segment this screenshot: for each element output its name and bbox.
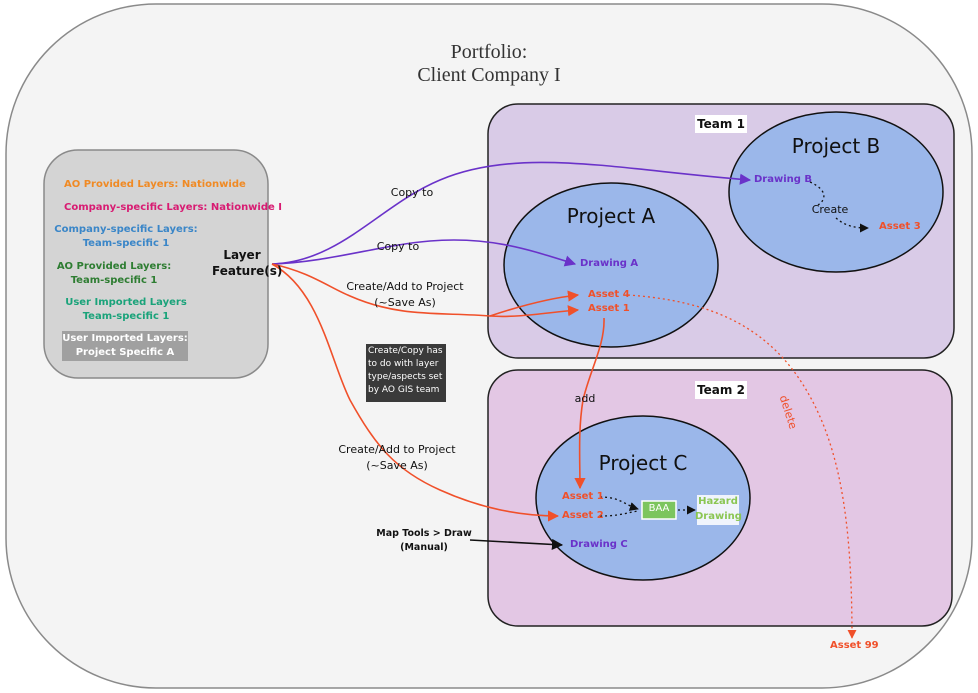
team-1-label: Team 1 xyxy=(697,117,745,131)
node-asset-99: Asset 99 xyxy=(830,640,879,651)
edge-label-create-add-2-line2: (~Save As) xyxy=(366,459,428,472)
node-asset-1-project-a: Asset 1 xyxy=(588,303,630,314)
edge-label-copy-to-b: Copy to xyxy=(390,186,434,199)
edge-create-add-project-c xyxy=(271,263,560,522)
project-c-ellipse xyxy=(535,415,751,581)
node-asset-1-project-c: Asset 1 xyxy=(562,491,604,502)
node-asset-3: Asset 3 xyxy=(879,221,921,232)
layer-item-user-project-line1: User Imported Layers: xyxy=(62,333,188,344)
layer-item-company-nationwide: Company-specific Layers: Nationwide I xyxy=(64,202,282,213)
node-asset-4: Asset 4 xyxy=(588,289,630,300)
node-drawing-b: Drawing B xyxy=(754,174,813,185)
layer-item-user-team-line1: User Imported Layers xyxy=(65,297,187,308)
edge-delete xyxy=(627,294,857,639)
portfolio-title-line2: Client Company I xyxy=(417,64,561,86)
edge-add xyxy=(574,317,605,490)
layer-feature-label-line1: Layer xyxy=(223,248,261,262)
layer-item-company-team-line2: Team-specific 1 xyxy=(82,238,170,249)
layer-item-ao-team-line2: Team-specific 1 xyxy=(70,275,158,286)
team-2-label: Team 2 xyxy=(697,383,745,397)
edge-label-create-add-1-line2: (~Save As) xyxy=(374,296,436,309)
team-2-label-bg xyxy=(695,381,747,399)
edge-label-add: add xyxy=(574,392,596,405)
note-box xyxy=(366,344,446,402)
team-1-label-bg xyxy=(695,115,747,133)
node-drawing-c: Drawing C xyxy=(570,539,628,550)
edge-map-tools xyxy=(469,538,564,551)
layer-item-user-team-line2: Team-specific 1 xyxy=(82,311,170,322)
project-c-title: Project C xyxy=(598,451,688,475)
project-a-ellipse xyxy=(503,182,719,348)
baa-box xyxy=(641,500,677,520)
layer-item-company-team-line1: Company-specific Layers: xyxy=(54,224,198,235)
edge-create-asset-3 xyxy=(809,181,868,228)
layer-item-user-project-line2: Project Specific A xyxy=(75,347,175,358)
project-a-title: Project A xyxy=(566,204,656,228)
edge-copy-to-drawing-b xyxy=(271,161,752,265)
edge-asset-2-to-baa xyxy=(599,510,639,517)
edge-label-map-tools-line2: (Manual) xyxy=(400,542,448,553)
edge-create-add-project-a xyxy=(271,263,580,318)
project-b-ellipse xyxy=(728,111,944,273)
layer-feature-label-line2: Feature(s) xyxy=(212,264,283,278)
node-drawing-a: Drawing A xyxy=(580,258,639,269)
layer-item-ao-nationwide: AO Provided Layers: Nationwide xyxy=(64,179,246,190)
layer-item-ao-team-line1: AO Provided Layers: xyxy=(56,261,172,272)
edge-label-copy-to-a: Copy to xyxy=(376,240,420,253)
project-b-title: Project B xyxy=(791,134,881,158)
edge-label-create-add-1-line1: Create/Add to Project xyxy=(346,280,464,293)
note-line-4: by AO GIS team xyxy=(368,385,440,395)
node-asset-2: Asset 2 xyxy=(562,510,604,521)
edge-label-create-add-2-line1: Create/Add to Project xyxy=(338,443,456,456)
hazard-box xyxy=(697,495,739,525)
edge-copy-to-drawing-a xyxy=(271,239,577,267)
node-hazard-line1: Hazard xyxy=(698,496,738,507)
node-hazard-line2: Drawing xyxy=(695,511,742,522)
portfolio-title-line1: Portfolio: xyxy=(450,41,528,63)
project-specific-highlight xyxy=(62,331,188,361)
layer-panel xyxy=(43,149,269,379)
note-line-2: to do with layer xyxy=(368,359,439,369)
edge-label-map-tools-line1: Map Tools > Draw xyxy=(376,528,472,539)
node-baa: BAA xyxy=(648,503,670,514)
edge-to-asset-4 xyxy=(489,290,580,317)
note-line-1: Create/Copy has xyxy=(368,346,443,356)
note-line-3: type/aspects set xyxy=(368,372,443,382)
edge-label-create: Create xyxy=(811,203,849,216)
